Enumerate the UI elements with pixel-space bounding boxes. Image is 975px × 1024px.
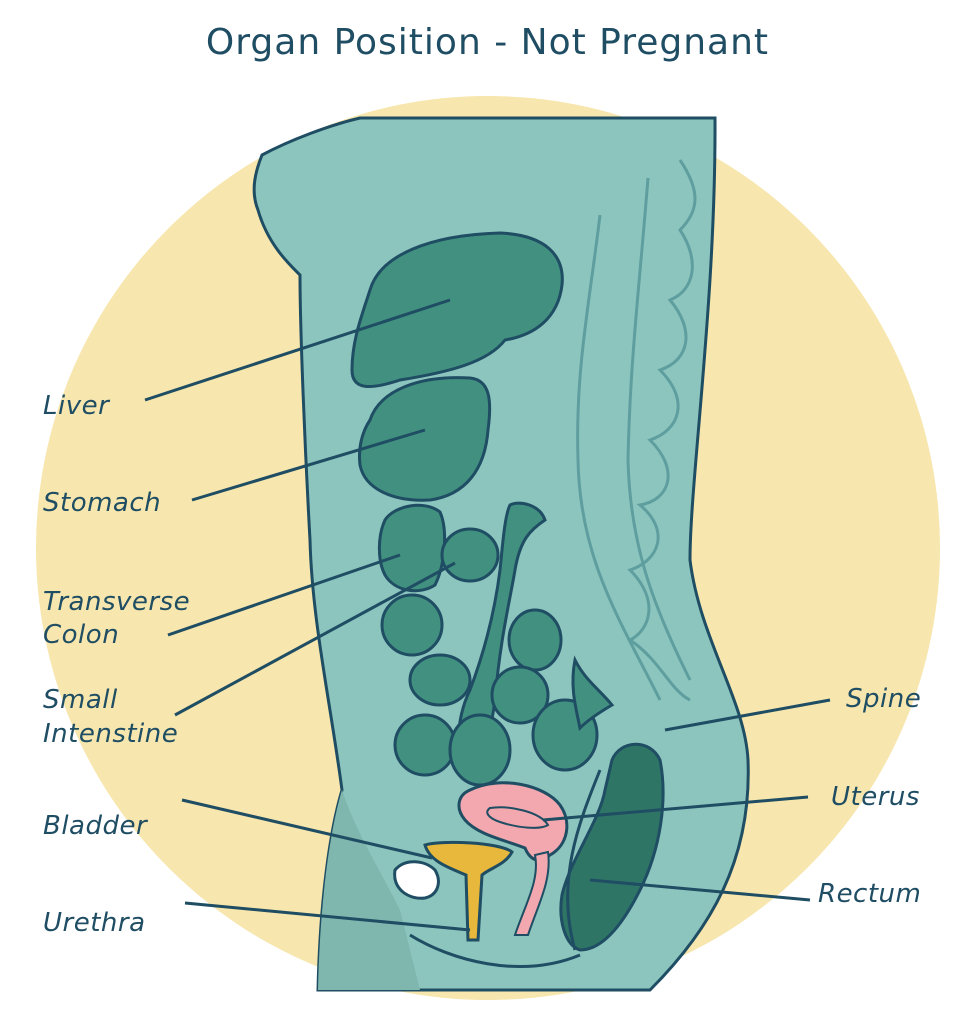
label-transverse-colon-1: Transverse [43,587,191,617]
pubic-bone-shape [393,860,440,900]
rectum-leader [589,878,811,902]
vagina-shape [513,850,550,936]
label-uterus: Uterus [831,782,920,812]
small-intestine-shape [380,501,615,787]
uterus-cavity [486,806,550,829]
label-liver: Liver [43,391,110,421]
label-urethra: Urethra [43,908,146,938]
rectum-outer [566,769,602,951]
diagram-title: Organ Position - Not Pregnant [205,22,770,63]
liver-shape [350,231,564,389]
bladder-shape [423,840,514,942]
label-stomach: Stomach [43,488,162,518]
small-intestine-leader [174,561,456,717]
stomach-shape [358,376,492,502]
perineum [409,933,581,968]
uterus-leader [542,795,809,822]
label-small-intestine-1: Small [43,685,118,715]
label-spine: Spine [846,684,922,714]
leader-lines [144,298,831,932]
stomach-leader [191,428,426,502]
label-transverse-colon-2: Colon [43,620,120,650]
label-small-intestine-2: Intenstine [43,719,179,749]
urethra-leader [184,901,471,932]
spine [576,159,697,702]
liver-leader [144,298,451,402]
label-rectum: Rectum [818,879,922,909]
lower-belly [318,790,420,990]
bladder-leader [181,798,433,860]
transverse-colon-shape [377,503,446,593]
spine-leader [664,698,831,732]
transverse-colon-leader [167,553,401,637]
label-bladder: Bladder [43,811,148,841]
